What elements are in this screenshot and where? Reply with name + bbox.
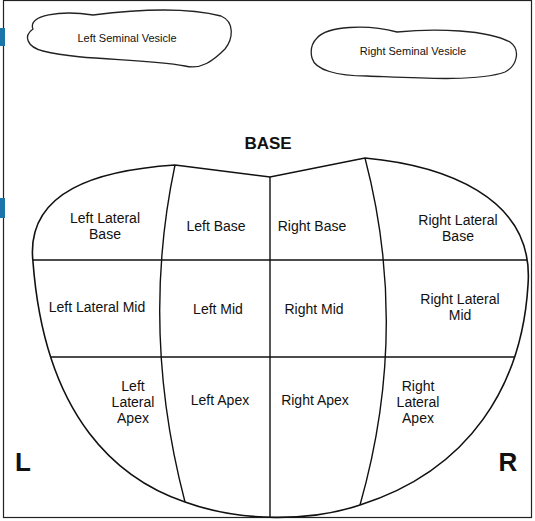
zone-label: Left Lateral Base [55, 210, 155, 242]
prostate-zone: Left Apex [180, 392, 260, 408]
prostate-zone: Left Mid [178, 301, 258, 317]
prostate-zone: Left Lateral Mid [47, 299, 147, 315]
zone-label: Right Lateral Mid [410, 291, 510, 323]
frame [4, 1, 532, 518]
orientation-label: L [15, 449, 31, 475]
edge-tab [0, 198, 5, 218]
prostate-zone: Right Mid [274, 301, 354, 317]
zone-label: Right Base [272, 218, 352, 234]
zone-grid [0, 158, 535, 521]
zone-label: Right Seminal Vesicle [360, 45, 466, 58]
zone-label: Left Base [176, 218, 256, 234]
prostate-zone: Right Lateral Apex [390, 378, 446, 426]
orientation-label: R [499, 449, 518, 475]
zone-label: Left Seminal Vesicle [77, 32, 176, 45]
prostate-zone: Left Base [176, 218, 256, 234]
seminal-vesicle: Left Seminal Vesicle [21, 7, 234, 71]
prostate-zone: Left Lateral Apex [105, 378, 161, 426]
edge-tab [0, 28, 5, 46]
prostate-zone: Left Lateral Base [55, 210, 155, 242]
seminal-vesicle: Right Seminal Vesicle [307, 20, 520, 84]
prostate-zone: Right Lateral Base [408, 212, 508, 244]
orientation-label: BASE [244, 135, 291, 152]
zone-label: Left Lateral Apex [105, 378, 161, 426]
zone-label: Right Mid [274, 301, 354, 317]
prostate-zone: Right Base [272, 218, 352, 234]
prostate-outline [32, 158, 528, 517]
zone-label: Right Apex [275, 392, 355, 408]
zone-label: Left Mid [178, 301, 258, 317]
zone-label: Right Lateral Apex [390, 378, 446, 426]
zone-label: Right Lateral Base [408, 212, 508, 244]
prostate-zone: Right Lateral Mid [410, 291, 510, 323]
zone-label: Left Lateral Mid [47, 299, 147, 315]
zone-label: Left Apex [180, 392, 260, 408]
prostate-zone: Right Apex [275, 392, 355, 408]
